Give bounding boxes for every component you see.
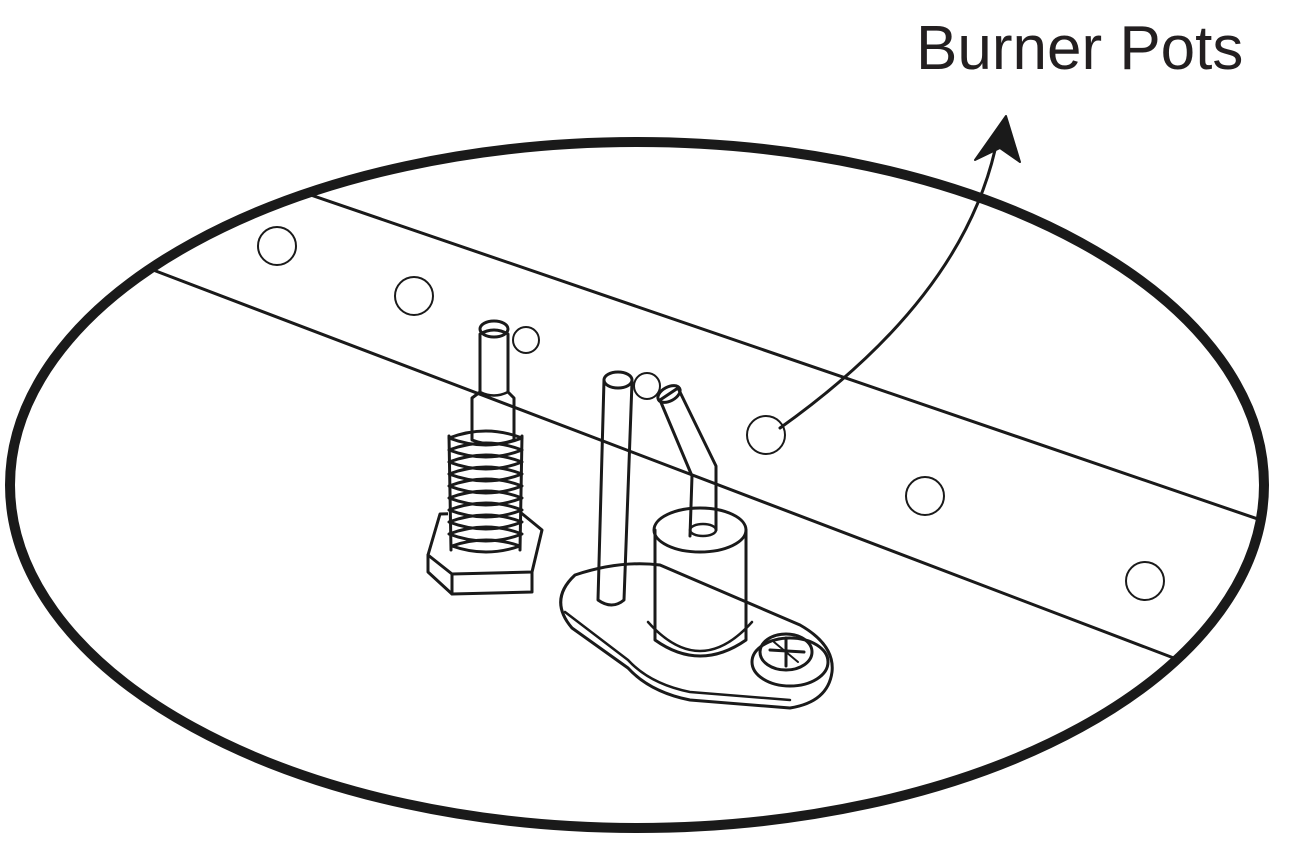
burner-pot-hole [1125, 561, 1165, 601]
burner-tube [138, 142, 1264, 670]
magnifier-oval [5, 137, 1269, 833]
burner-pot-holes [257, 226, 1165, 601]
burner-pot-hole [905, 476, 945, 516]
igniter-electrode-bracket [559, 370, 834, 710]
callout-label: Burner Pots [916, 14, 1244, 83]
burner-pot-hole [394, 276, 434, 316]
burner-pot-hole [512, 326, 540, 354]
burner-pot-hole [633, 372, 661, 400]
threaded-orifice-fitting [426, 319, 544, 596]
burner-tube-bottom-edge [138, 263, 1202, 670]
burner-pot-hole [257, 226, 297, 266]
burner-pot-hole-indicated [746, 415, 786, 455]
thread-rings [447, 429, 524, 554]
mounting-screw [750, 632, 830, 688]
burner-tube-top-edge [148, 142, 1264, 532]
callout-arrow [778, 115, 1021, 430]
